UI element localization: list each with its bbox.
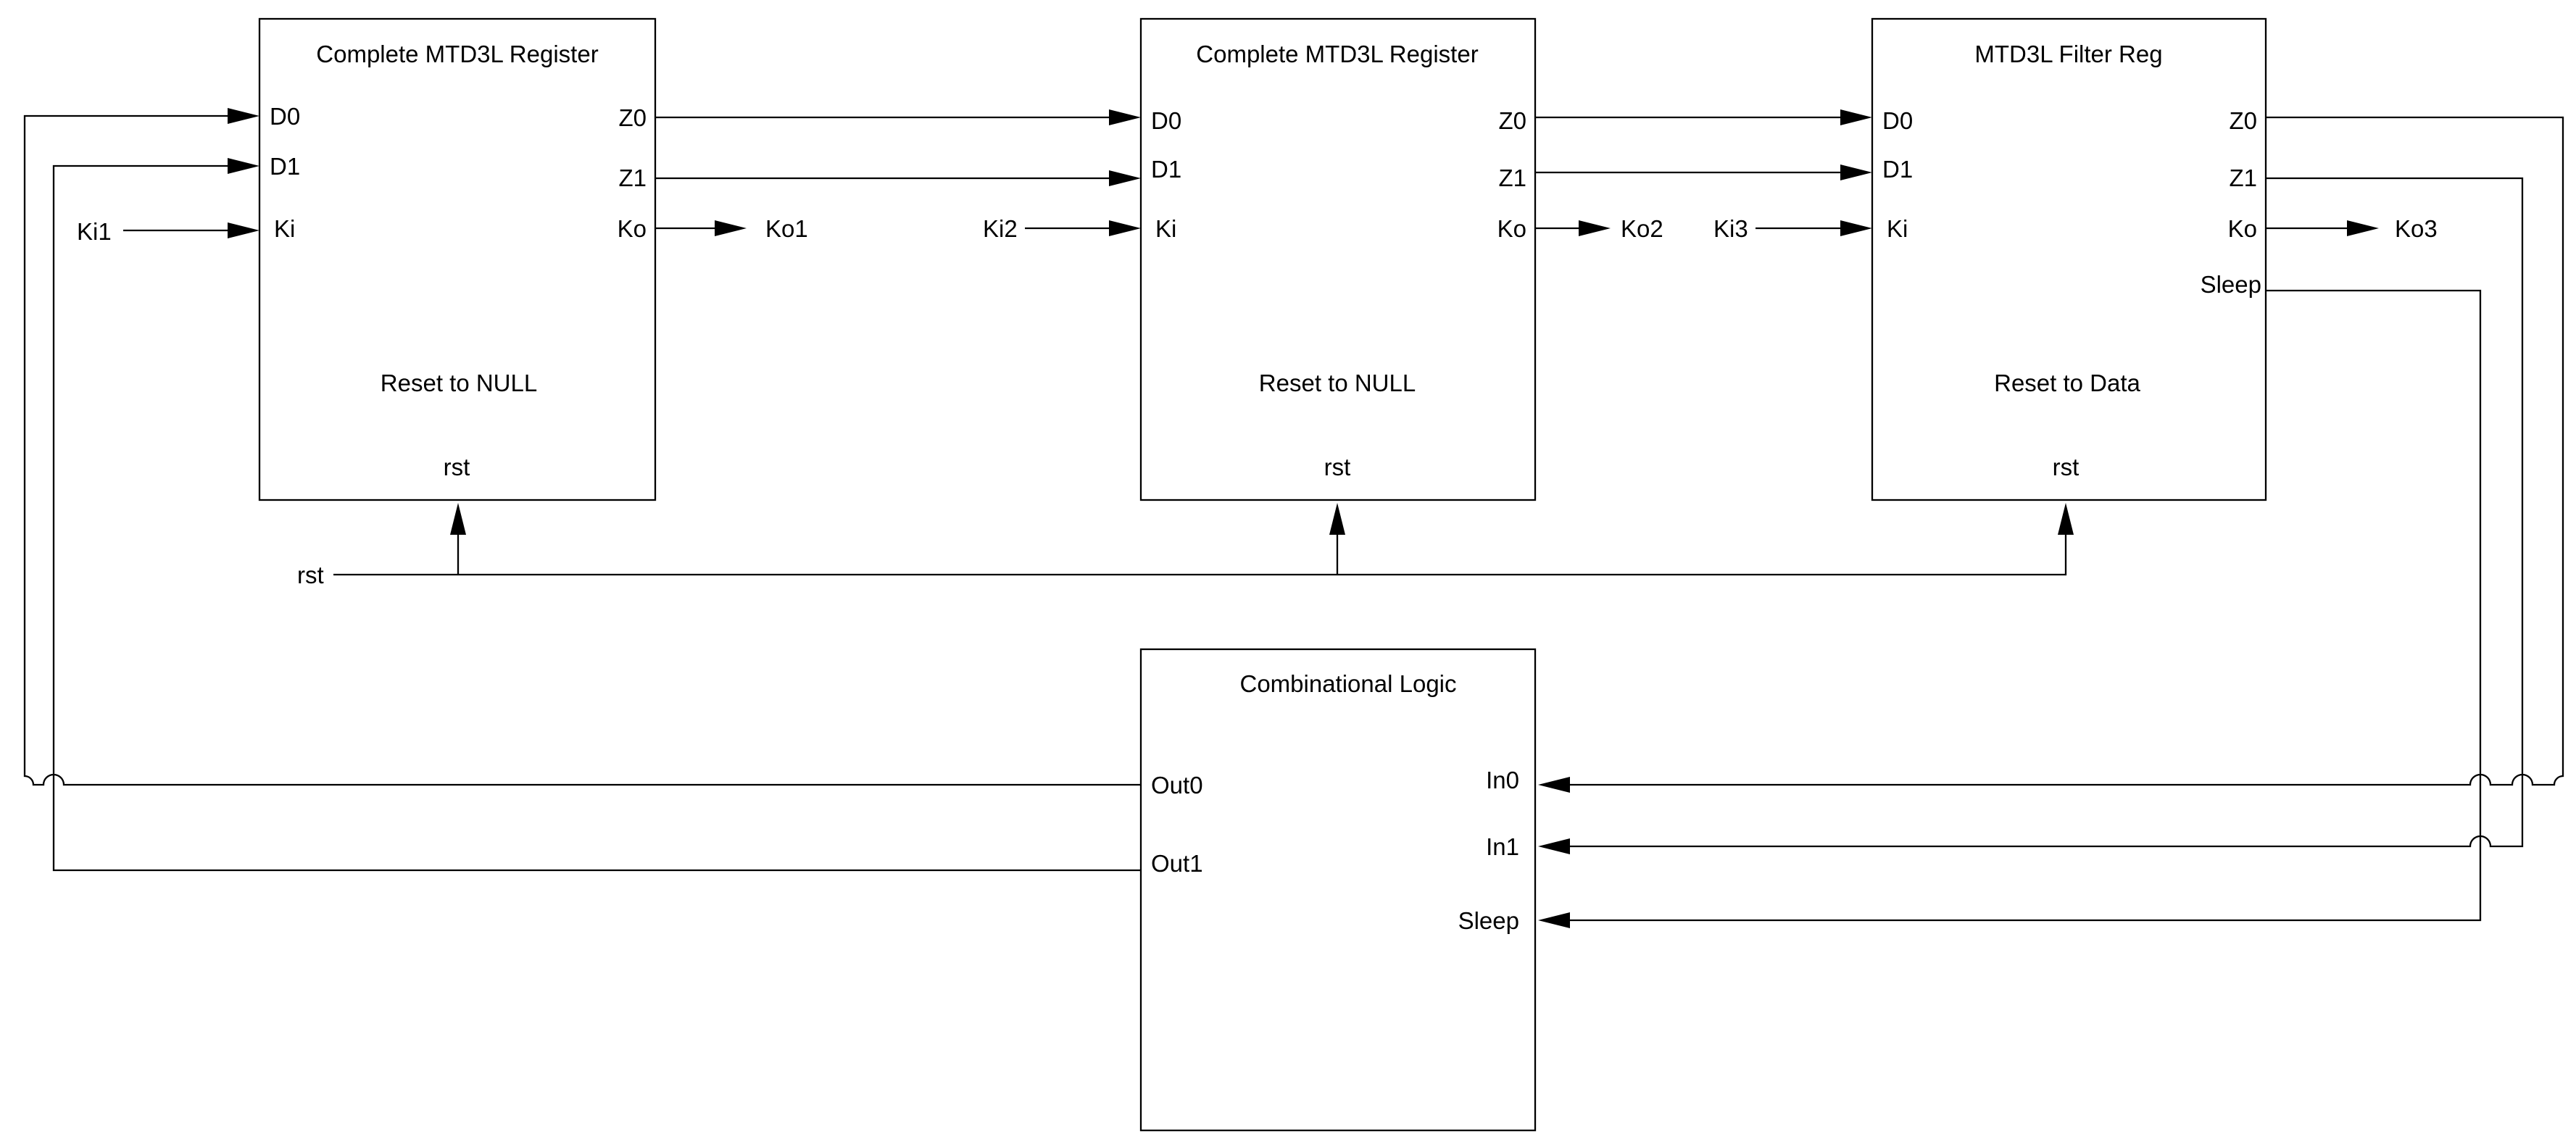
register-2: Complete MTD3L Register D0 D1 Ki Z0 Z1 K… — [1139, 17, 1537, 501]
register-1-pin-ko: Ko — [618, 215, 647, 242]
register-3-pin-d0: D0 — [1882, 107, 1913, 134]
combinational-logic-pin-sleep: Sleep — [1458, 907, 1519, 934]
register-3: MTD3L Filter Reg D0 D1 Ki Z0 Z1 Ko Sleep… — [1871, 17, 2267, 501]
arrowhead-reg3-d1 — [1840, 164, 1872, 180]
register-3-reset-mode: Reset to Data — [1994, 370, 2140, 396]
register-3-pin-z1: Z1 — [2229, 164, 2257, 191]
arrowhead-ko2 — [1579, 220, 1611, 236]
register-1-title: Complete MTD3L Register — [316, 41, 598, 67]
register-2-pin-z0: Z0 — [1498, 107, 1526, 134]
register-2-reset-mode: Reset to NULL — [1259, 370, 1416, 396]
arrowhead-reg1-ki — [228, 222, 259, 238]
combinational-logic-pin-in1: In1 — [1486, 833, 1519, 860]
signal-rst: rst — [297, 562, 324, 588]
arrowhead-reg3-ki — [1840, 220, 1872, 236]
arrowhead-reg2-ki — [1109, 220, 1141, 236]
arrowhead-logic-in0 — [1538, 777, 1570, 793]
arrowhead-ko3 — [2347, 220, 2379, 236]
register-2-pin-ko: Ko — [1497, 215, 1526, 242]
arrowhead-reg1-d0 — [228, 108, 259, 124]
combinational-logic-title: Combinational Logic — [1239, 670, 1456, 697]
wire-rst-bus — [333, 535, 2067, 576]
register-2-pin-d1: D1 — [1151, 156, 1181, 183]
register-3-pin-sleep: Sleep — [2201, 271, 2261, 298]
wire-sleep — [1570, 289, 2482, 922]
register-1-box — [258, 17, 657, 501]
register-2-pin-rst: rst — [1324, 454, 1351, 480]
arrowhead-logic-in1 — [1538, 838, 1570, 854]
combinational-logic-box — [1139, 648, 1537, 1132]
wire-out1-to-d1 — [52, 164, 1141, 872]
register-3-pin-d1: D1 — [1882, 156, 1913, 183]
register-2-title: Complete MTD3L Register — [1196, 41, 1478, 67]
signal-ko1: Ko1 — [765, 215, 808, 242]
register-2-box — [1139, 17, 1537, 501]
register-3-pin-rst: rst — [2053, 454, 2080, 480]
arrowhead-reg3-d0 — [1840, 109, 1872, 125]
signal-ko3: Ko3 — [2395, 215, 2438, 242]
register-2-pin-ki: Ki — [1155, 215, 1176, 242]
combinational-logic-pin-out0: Out0 — [1151, 772, 1203, 799]
register-1-reset-mode: Reset to NULL — [381, 370, 537, 396]
register-1-pin-rst: rst — [444, 454, 470, 480]
signal-ki1: Ki1 — [77, 218, 112, 245]
register-2-pin-z1: Z1 — [1498, 164, 1526, 191]
signal-ki3: Ki3 — [1713, 215, 1748, 242]
signal-labels: Ki1 Ko1 Ki2 Ko2 Ki3 Ko3 rst — [77, 215, 2438, 588]
register-3-box — [1871, 17, 2267, 501]
arrowhead-reg2-rst — [1329, 503, 1345, 535]
arrowhead-reg2-d1 — [1109, 170, 1141, 186]
arrowhead-reg1-d1 — [228, 158, 259, 174]
signal-ko2: Ko2 — [1621, 215, 1663, 242]
wires — [23, 114, 2564, 922]
wire-z1-reg3-to-in1 — [1570, 177, 2524, 848]
register-2-pin-d0: D0 — [1151, 107, 1181, 134]
wire-z0-reg3-to-in0 — [1570, 116, 2564, 786]
signal-ki2: Ki2 — [983, 215, 1018, 242]
combinational-logic-pin-out1: Out1 — [1151, 850, 1203, 877]
arrowhead-reg3-rst — [2058, 503, 2074, 535]
register-1-pin-d0: D0 — [270, 103, 300, 130]
combinational-logic-pin-in0: In0 — [1486, 767, 1519, 793]
arrowhead-reg1-rst — [450, 503, 466, 535]
register-3-pin-ki: Ki — [1887, 215, 1908, 242]
arrowhead-ko1 — [715, 220, 747, 236]
combinational-logic: Combinational Logic Out0 Out1 In0 In1 Sl… — [1139, 648, 1537, 1132]
register-1-pin-z0: Z0 — [618, 104, 647, 131]
register-3-pin-z0: Z0 — [2229, 107, 2257, 134]
arrowhead-logic-sleep — [1538, 912, 1570, 928]
register-1: Complete MTD3L Register D0 D1 Ki Z0 Z1 K… — [258, 17, 657, 501]
register-1-pin-d1: D1 — [270, 153, 300, 180]
arrowheads — [228, 108, 2379, 928]
register-1-pin-z1: Z1 — [618, 164, 647, 191]
arrowhead-reg2-d0 — [1109, 109, 1141, 125]
wire-out0-to-d0 — [23, 114, 1141, 786]
register-3-title: MTD3L Filter Reg — [1974, 41, 2162, 67]
register-1-pin-ki: Ki — [274, 215, 295, 242]
register-3-pin-ko: Ko — [2228, 215, 2257, 242]
